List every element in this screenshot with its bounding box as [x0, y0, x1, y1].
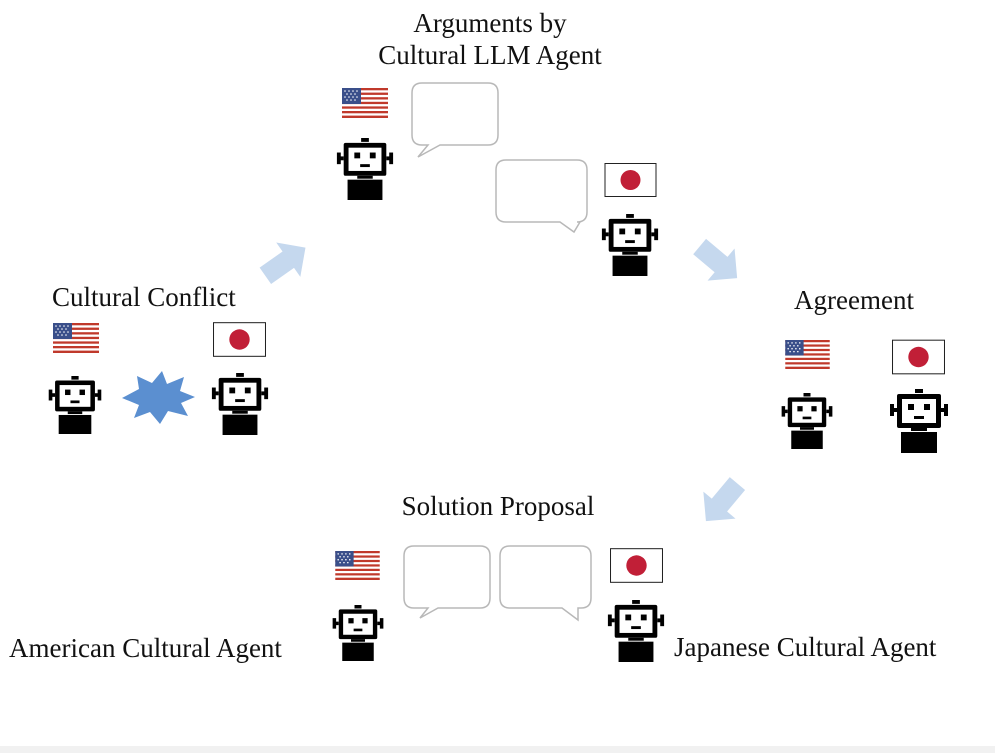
japan-flag-icon	[610, 548, 663, 583]
bottom-strip	[0, 746, 995, 753]
speech-bubble-icon	[403, 545, 491, 619]
solution-proposal-title: Solution Proposal	[401, 491, 595, 521]
japan-flag-icon	[604, 163, 657, 197]
cultural-conflict-node	[48, 322, 269, 435]
cycle-arrow-icon	[253, 230, 318, 293]
arguments-title-line1: Arguments by	[413, 8, 567, 38]
robot-icon	[332, 605, 384, 661]
cycle-arrow-icon	[686, 230, 751, 295]
us-flag-icon	[53, 323, 99, 353]
robot-icon	[890, 389, 948, 453]
solution-proposal-node	[332, 545, 665, 662]
us-flag-icon	[335, 551, 380, 580]
speech-bubble-icon	[495, 159, 588, 234]
cycle-arrow-icon	[689, 470, 754, 535]
arguments-title-line2: Cultural LLM Agent	[378, 40, 602, 70]
conflict-burst-icon	[122, 371, 195, 424]
american-agent-label: American Cultural Agent	[9, 633, 282, 663]
robot-icon	[211, 373, 269, 435]
japanese-agent-label: Japanese Cultural Agent	[674, 632, 937, 662]
speech-bubble-icon	[499, 545, 592, 622]
cycle-arrows	[253, 230, 754, 535]
arguments-node	[336, 82, 659, 276]
robot-icon	[336, 138, 394, 200]
speech-bubble-icon	[411, 82, 499, 158]
cultural-conflict-title: Cultural Conflict	[52, 282, 236, 312]
robot-icon	[781, 393, 833, 449]
japan-flag-icon	[892, 339, 945, 375]
japan-flag-icon	[213, 322, 266, 357]
agreement-title: Agreement	[794, 285, 914, 315]
us-flag-icon	[785, 340, 830, 369]
robot-icon	[601, 214, 659, 276]
agreement-node	[781, 339, 948, 453]
us-flag-icon	[342, 88, 388, 118]
robot-icon	[607, 600, 665, 662]
robot-icon	[48, 376, 102, 434]
